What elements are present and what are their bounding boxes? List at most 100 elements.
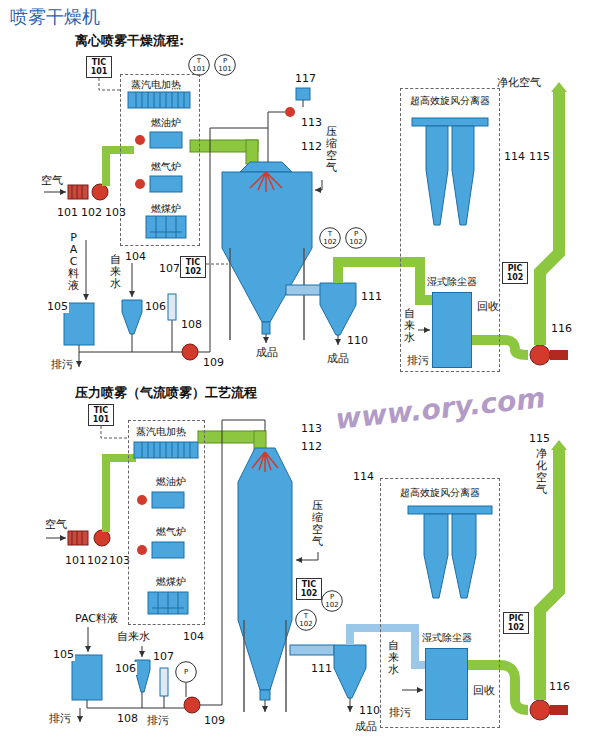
callout-label: 105: [46, 300, 69, 313]
callout-label: 101: [64, 554, 87, 567]
callout-label: 102: [80, 206, 103, 219]
node-text: PIC 102: [504, 614, 528, 632]
instrument-circle: P 102: [321, 590, 343, 612]
callout-label: 108: [116, 712, 139, 725]
instrument-circle: P 102: [345, 227, 367, 249]
callout-label: PAC料液: [68, 232, 79, 292]
node-text: T 102: [298, 612, 314, 628]
callout-label: 111: [360, 290, 383, 303]
callout-label: 排污: [50, 358, 74, 371]
callout-label: 107: [152, 650, 175, 663]
callout-label: 110: [358, 704, 381, 717]
node-text: 蒸汽电加热: [131, 79, 181, 91]
callout-label: 113: [300, 422, 323, 435]
instrument-circle: T 101: [188, 54, 210, 76]
node-text: P: [178, 668, 194, 676]
node-text: 燃油炉: [156, 476, 186, 488]
callout-label: 净化空气: [496, 76, 542, 89]
callout-label: 排污: [146, 714, 170, 727]
callout-label: 114: [503, 150, 526, 163]
callout-label: 106: [114, 662, 137, 675]
instrument-box: TIC 101: [88, 404, 114, 426]
node-text: 燃煤炉: [156, 576, 186, 588]
callout-label: 112: [300, 140, 323, 153]
node-text: TIC 102: [297, 580, 321, 598]
node-text: 燃气炉: [156, 526, 186, 538]
callout-label: 空气: [44, 518, 68, 531]
diagram-title: 喷雾干燥机: [10, 6, 100, 28]
callout-label: 104: [124, 250, 147, 263]
callout-label: 113: [300, 116, 323, 129]
callout-label: 压缩空气: [326, 126, 337, 174]
node-text: 超高效旋风分离器: [410, 95, 490, 107]
callout-label: 空气: [40, 174, 64, 187]
instrument-circle: P 101: [214, 54, 236, 76]
callout-label: 成品: [326, 352, 350, 365]
callout-label: 115: [528, 432, 551, 445]
callout-label: PAC料液: [74, 612, 119, 625]
callout-label: 116: [548, 680, 571, 693]
callout-label: 109: [203, 714, 226, 727]
node-text: PIC 102: [503, 264, 527, 282]
node-text: 湿式除尘器: [427, 276, 477, 288]
callout-label: 106: [144, 300, 167, 313]
callout-label: 111: [310, 662, 333, 675]
callout-label: 净化空气: [536, 448, 547, 496]
callout-label: 102: [86, 554, 109, 567]
callout-label: 108: [180, 318, 203, 331]
callout-label: 回收: [472, 684, 496, 697]
node-text: P 101: [217, 57, 233, 73]
callout-label: 压缩空气: [312, 500, 323, 548]
callout-label: 114: [352, 470, 375, 483]
equipment-group: 超高效旋风分离器湿式除尘器: [400, 88, 500, 372]
node-text: 湿式除尘器: [422, 632, 472, 644]
node-text: T 101: [191, 57, 207, 73]
instrument-circle: T 102: [295, 609, 317, 631]
node-text: 燃煤炉: [151, 203, 181, 215]
circle-shape: [215, 55, 236, 76]
equipment-group: 超高效旋风分离器湿式除尘器: [380, 478, 500, 728]
callout-label: 成品: [255, 346, 279, 359]
instrument-circle: T 102: [319, 227, 341, 249]
node-text: TIC 101: [89, 406, 113, 424]
callout-label: 101: [56, 206, 79, 219]
node-text: T 102: [322, 230, 338, 246]
callout-label: 自来水: [110, 254, 121, 290]
callout-label: 自来水: [388, 640, 399, 676]
callout-label: 排污: [406, 354, 430, 367]
instrument-box: PIC 102: [502, 262, 528, 284]
callout-label: 自来水: [404, 308, 415, 344]
instrument-box: PIC 102: [503, 612, 529, 634]
scrubber-vessel: 湿式除尘器: [425, 648, 468, 720]
circle-shape: [296, 610, 317, 631]
node-text: P 102: [348, 230, 364, 246]
callout-label: 107: [158, 262, 181, 275]
node-text: 超高效旋风分离器: [400, 487, 480, 499]
instrument-box: TIC 102: [180, 256, 206, 278]
callout-label: 回收: [476, 300, 500, 313]
section-heading: 压力喷雾（气流喷雾）工艺流程: [75, 385, 257, 401]
node-text: P 102: [324, 593, 340, 609]
node-text: TIC 101: [87, 58, 111, 76]
callout-label: 103: [104, 206, 127, 219]
scrubber-vessel: 湿式除尘器: [432, 292, 472, 368]
circle-shape: [176, 662, 197, 683]
instrument-circle: P: [175, 661, 197, 683]
callout-label: 117: [294, 72, 317, 85]
watermark: www.ory.com: [334, 381, 547, 436]
callout-label: 109: [202, 356, 225, 369]
callout-label: 排污: [388, 706, 412, 719]
circle-shape: [189, 55, 210, 76]
signal-line: [101, 426, 128, 438]
circle-shape: [346, 228, 367, 249]
instrument-box: TIC 102: [296, 578, 322, 600]
callout-label: 成品: [354, 720, 378, 733]
node-text: 燃油炉: [151, 117, 181, 129]
callout-label: 排污: [48, 712, 72, 725]
circle-shape: [322, 591, 343, 612]
section-heading: 离心喷雾干燥流程:: [75, 33, 184, 49]
signal-line: [99, 78, 120, 90]
equipment-group: 蒸汽电加热燃油炉燃气炉燃煤炉: [120, 74, 200, 246]
